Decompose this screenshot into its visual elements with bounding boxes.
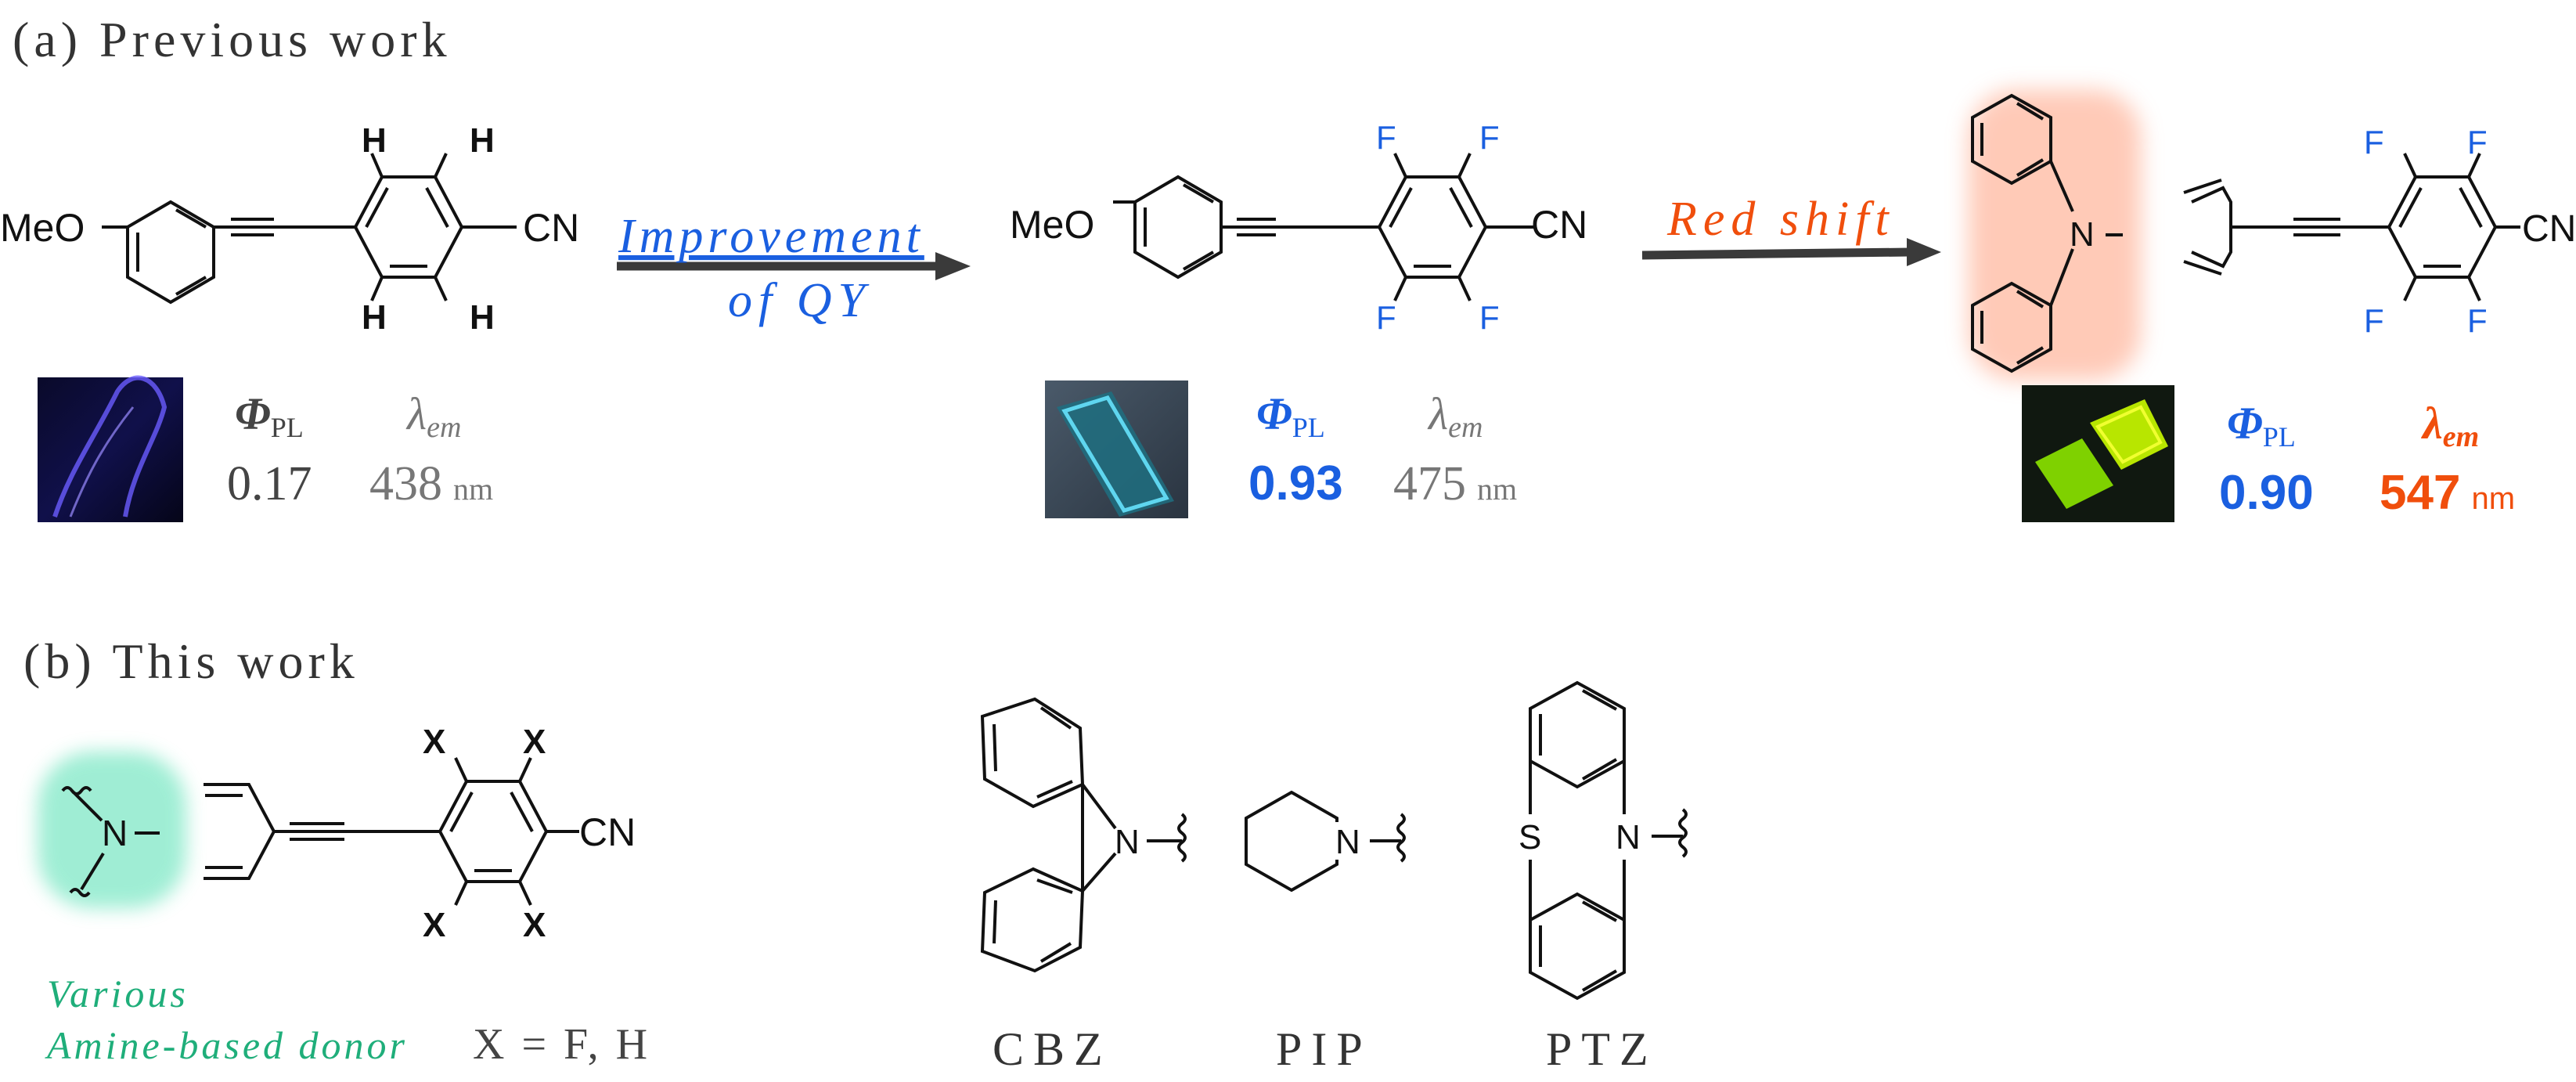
compound-3-phi-sub: PL: [2263, 421, 2296, 453]
arrow-red-shift: [1641, 238, 1941, 266]
compound-1-atom-3: H: [362, 298, 387, 337]
donor-ptz-nitrogen: N: [1616, 818, 1641, 857]
compound-3-donor-glow: [1969, 90, 2141, 380]
compound-2-phi-symbol: Φ: [1256, 388, 1292, 439]
compound-2-atom-3: F: [1376, 299, 1396, 336]
compound-3-atom-2: F: [2467, 124, 2488, 160]
compound-2-structure: [1113, 153, 1534, 301]
compound-2-wavelength: 475 nm: [1393, 457, 1517, 510]
compound-2-qy-value: 0.93: [1248, 456, 1343, 510]
section-b-heading: (b) This work: [23, 633, 359, 689]
compound-1-atom-1: H: [362, 121, 387, 160]
section-a-heading: (a) Previous work: [13, 12, 452, 67]
compound-1-wavelength-unit: nm: [453, 471, 493, 507]
compound-1-emission-photo: [38, 375, 183, 522]
compound-2-phi-label: ΦPL: [1256, 388, 1325, 443]
compound-1-lambda-label: λem: [405, 388, 461, 444]
arrow-1-label-line2: of QY: [728, 274, 871, 327]
compound-3-wavelength-unit: nm: [2471, 481, 2515, 516]
compound-2-atom-4: F: [1479, 299, 1500, 336]
core-atom-4: X: [523, 906, 546, 944]
compound-2-phi-sub: PL: [1292, 412, 1325, 443]
compound-1-phi-label: ΦPL: [235, 388, 304, 443]
compound-3-lambda-sub: em: [2443, 420, 2479, 453]
donor-ptz-name: PTZ: [1546, 1023, 1658, 1075]
core-caption-line1: Various: [47, 972, 189, 1015]
core-donor-atom: N: [102, 813, 128, 853]
compound-2-substituent: MeO: [1010, 203, 1094, 247]
compound-3-phi-symbol: Φ: [2227, 398, 2263, 449]
donor-pip-name: PIP: [1276, 1023, 1372, 1075]
donor-cbz-structure: [980, 697, 1187, 973]
compound-1-end-group: CN: [523, 206, 579, 250]
arrow-improvement: [617, 252, 971, 280]
donor-pip-n-mask: [1331, 822, 1367, 860]
compound-2-atom-2: F: [1479, 119, 1500, 156]
compound-3-atom-1: F: [2364, 124, 2384, 160]
compound-3-atom-4: F: [2467, 302, 2488, 339]
compound-1-wavelength: 438 nm: [369, 457, 493, 510]
compound-2-atom-1: F: [1376, 119, 1396, 156]
compound-2-end-group: CN: [1531, 203, 1587, 247]
donor-cbz-heteroatom: N: [1115, 823, 1140, 861]
compound-1-structure: [102, 153, 517, 305]
donor-pip-heteroatom: N: [1335, 823, 1360, 861]
compound-2-lambda-symbol: λ: [1427, 388, 1448, 439]
compound-3-structure: [1971, 93, 2520, 373]
donor-pip-structure: [1245, 790, 1406, 893]
compound-2-wavelength-unit: nm: [1477, 471, 1517, 507]
donor-ptz-sulfur: S: [1519, 818, 1541, 857]
compound-3-lambda-symbol: λ: [2421, 398, 2443, 449]
arrow-1-label-line1: Improvement: [618, 210, 924, 263]
compound-3-wavelength-value: 547: [2380, 466, 2460, 520]
compound-1-phi-sub: PL: [271, 412, 304, 443]
compound-1-wavelength-value: 438: [369, 457, 442, 510]
compound-2-lambda-label: λem: [1427, 388, 1483, 444]
compound-3-wavelength: 547 nm: [2380, 466, 2515, 520]
core-atom-1: X: [423, 723, 445, 761]
compound-3-donor-atom: N: [2070, 215, 2095, 254]
donor-cbz-name: CBZ: [993, 1023, 1112, 1075]
compound-1-lambda-sub: em: [427, 411, 461, 444]
compound-1-atom-2: H: [470, 121, 495, 160]
core-donor-glow: [38, 752, 186, 908]
compound-3-emission-photo: [2022, 385, 2174, 522]
arrow-2-label: Red shift: [1666, 193, 1895, 246]
compound-3-phi-label: ΦPL: [2227, 398, 2296, 453]
compound-1-atom-4: H: [470, 298, 495, 337]
compound-1-substituent: MeO: [0, 206, 85, 250]
compound-3-atom-3: F: [2364, 302, 2384, 339]
compound-1-lambda-symbol: λ: [405, 388, 427, 439]
core-structure: [61, 757, 579, 906]
compound-2-lambda-sub: em: [1448, 411, 1483, 444]
core-atom-3: X: [423, 906, 445, 944]
compound-3-qy-value: 0.90: [2219, 466, 2314, 520]
core-x-definition: X = F, H: [473, 1020, 650, 1069]
compound-1-phi-symbol: Φ: [235, 388, 271, 439]
core-caption-line2: Amine-based donor: [45, 1023, 408, 1067]
compound-2-wavelength-value: 475: [1393, 457, 1466, 510]
core-atom-2: X: [523, 723, 546, 761]
core-end-group: CN: [579, 810, 636, 854]
compound-1-qy-value: 0.17: [227, 457, 312, 510]
donor-ptz-structure: [1529, 680, 1688, 1001]
compound-3-lambda-label: λem: [2421, 398, 2479, 453]
compound-3-end-group: CN: [2522, 208, 2576, 250]
compound-2-emission-photo: [1045, 381, 1188, 518]
